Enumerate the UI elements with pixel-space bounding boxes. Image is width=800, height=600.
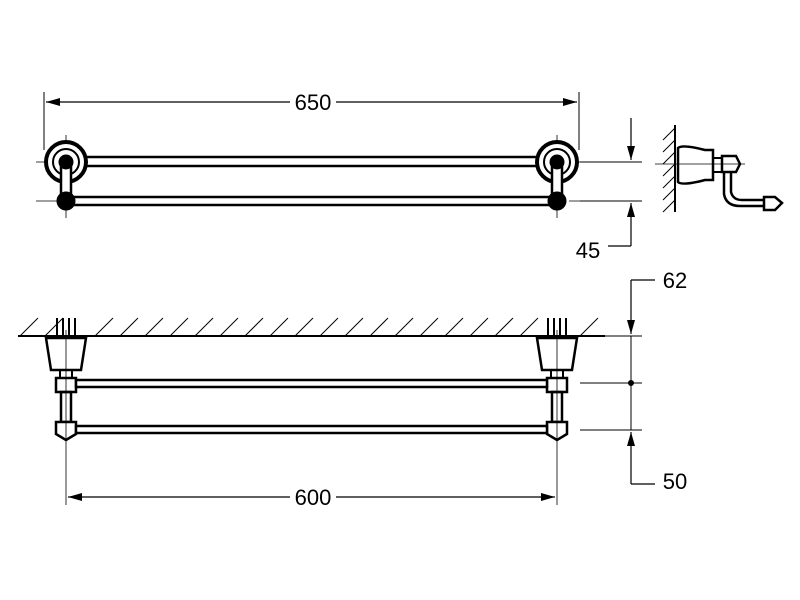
front-rail-lower: [74, 424, 549, 435]
dimension-600: 600: [295, 485, 332, 510]
top-rail-lower: [68, 195, 555, 207]
dimension-50: 50: [663, 469, 687, 494]
side-view: [655, 125, 784, 213]
top-view: [36, 92, 642, 247]
right-rosette: [535, 140, 579, 211]
dimension-45: 45: [576, 238, 600, 263]
top-rail-upper: [68, 155, 555, 168]
front-rail-upper: [74, 378, 549, 389]
dimension-62: 62: [663, 268, 687, 293]
dimension-650: 650: [295, 90, 332, 115]
left-rosette: [44, 140, 88, 211]
front-view: [18, 279, 655, 505]
